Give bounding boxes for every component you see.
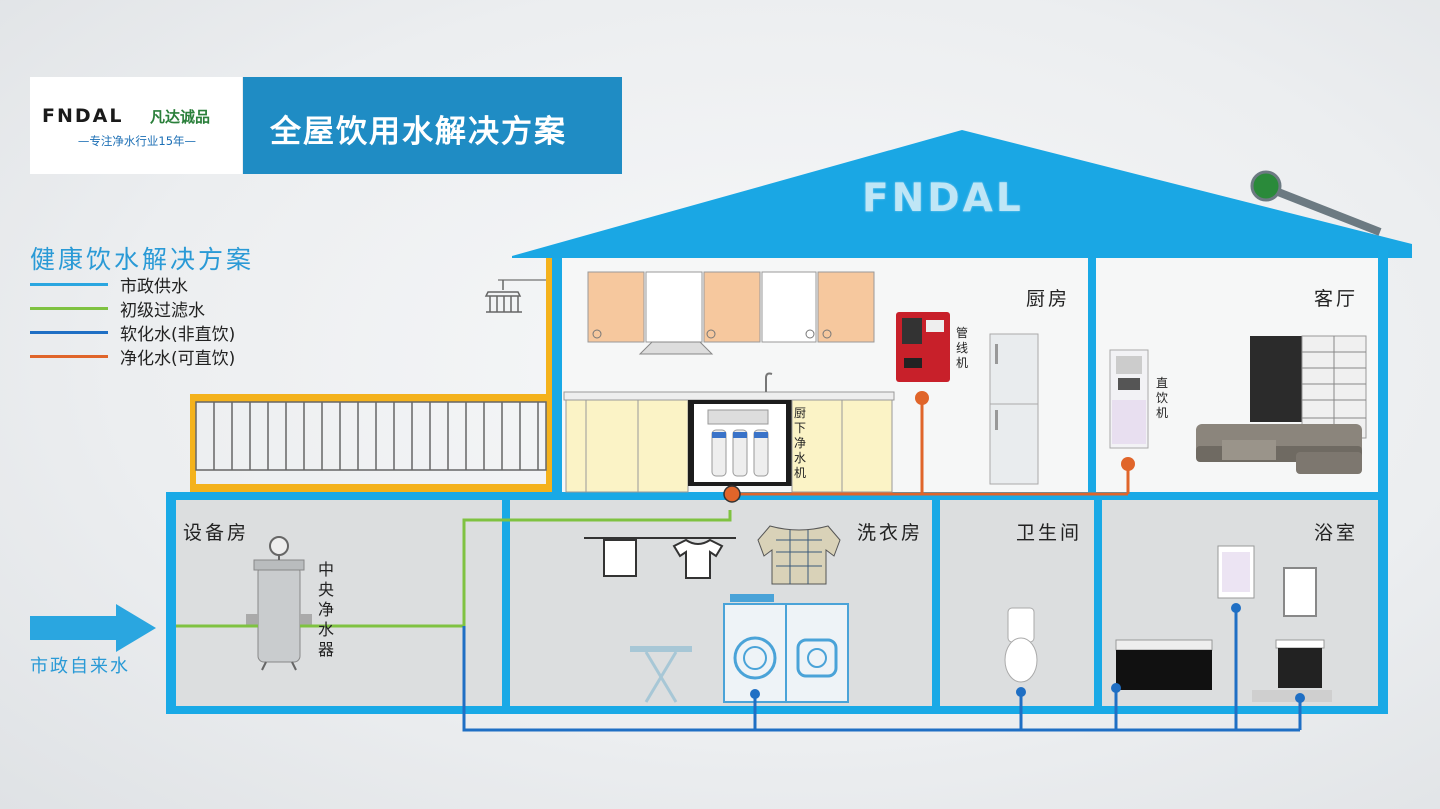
refrigerator-icon — [989, 333, 1039, 485]
slogan: —专注净水行业15年— — [77, 134, 197, 148]
room-label-bathroom: 浴室 — [1314, 522, 1359, 544]
clothes-rack-icon — [484, 280, 522, 313]
water-heater-icon — [1217, 545, 1255, 599]
legend-swatch — [30, 307, 108, 310]
roof-brand: FNDAL — [862, 176, 1024, 221]
legend-swatch — [30, 283, 108, 286]
pipeline-machine-icon — [896, 312, 950, 382]
legend-title: 健康饮水解决方案 — [30, 245, 255, 274]
legend-label: 净化水(可直饮) — [120, 349, 236, 369]
legend-label: 软化水(非直饮) — [120, 325, 236, 345]
room-label-kitchen: 厨房 — [1026, 288, 1071, 310]
toilet-icon — [1004, 607, 1038, 683]
washing-machine-icon — [723, 594, 849, 703]
room-label-equipment: 设备房 — [183, 522, 250, 544]
room-label-laundry: 洗衣房 — [857, 522, 924, 544]
legend-label: 市政供水 — [120, 277, 188, 297]
central-purifier-icon — [246, 536, 312, 671]
clothesline-icon — [584, 537, 736, 579]
mirror-icon — [1283, 567, 1317, 617]
softened-water-pipe — [462, 608, 1302, 732]
device-label-central: 中央净水器 — [318, 560, 335, 659]
page-title: 全屋饮用水解决方案 — [270, 114, 567, 150]
solar-heater-icon — [1250, 170, 1282, 202]
filtered-water-pipe — [176, 510, 732, 628]
under-sink-purifier-icon — [707, 409, 769, 477]
legend-label: 初级过滤水 — [120, 301, 205, 321]
legend-swatch — [30, 355, 108, 358]
balcony-railing — [190, 258, 552, 492]
bookshelf-icon — [1250, 335, 1367, 439]
logo-box: FNDAL 凡达诚品 —专注净水行业15年— — [30, 77, 242, 174]
room-label-living: 客厅 — [1314, 288, 1359, 310]
wall-cabinets — [587, 271, 875, 355]
legend-swatch — [30, 331, 108, 334]
shirt-icon — [757, 525, 841, 585]
brand-logo: FNDAL — [42, 105, 124, 127]
vanity-icon — [1252, 639, 1332, 702]
bathtub-icon — [1115, 639, 1213, 690]
inlet-arrow-icon — [30, 604, 156, 652]
device-label-pipeline-machine: 管线机 — [956, 326, 969, 370]
roof — [512, 130, 1412, 258]
direct-drinking-machine-icon — [1109, 349, 1149, 449]
device-label-direct-drink: 直饮机 — [1156, 376, 1169, 420]
sofa-icon — [1196, 424, 1362, 474]
softened-water-outlets — [750, 603, 1305, 703]
device-label-under-sink: 厨下净水机 — [794, 406, 807, 480]
room-label-toilet: 卫生间 — [1016, 522, 1083, 544]
title-banner — [243, 77, 622, 174]
brand-cn: 凡达诚品 — [150, 108, 211, 126]
ironing-board-icon — [630, 646, 692, 703]
inlet-label: 市政自来水 — [30, 656, 130, 677]
